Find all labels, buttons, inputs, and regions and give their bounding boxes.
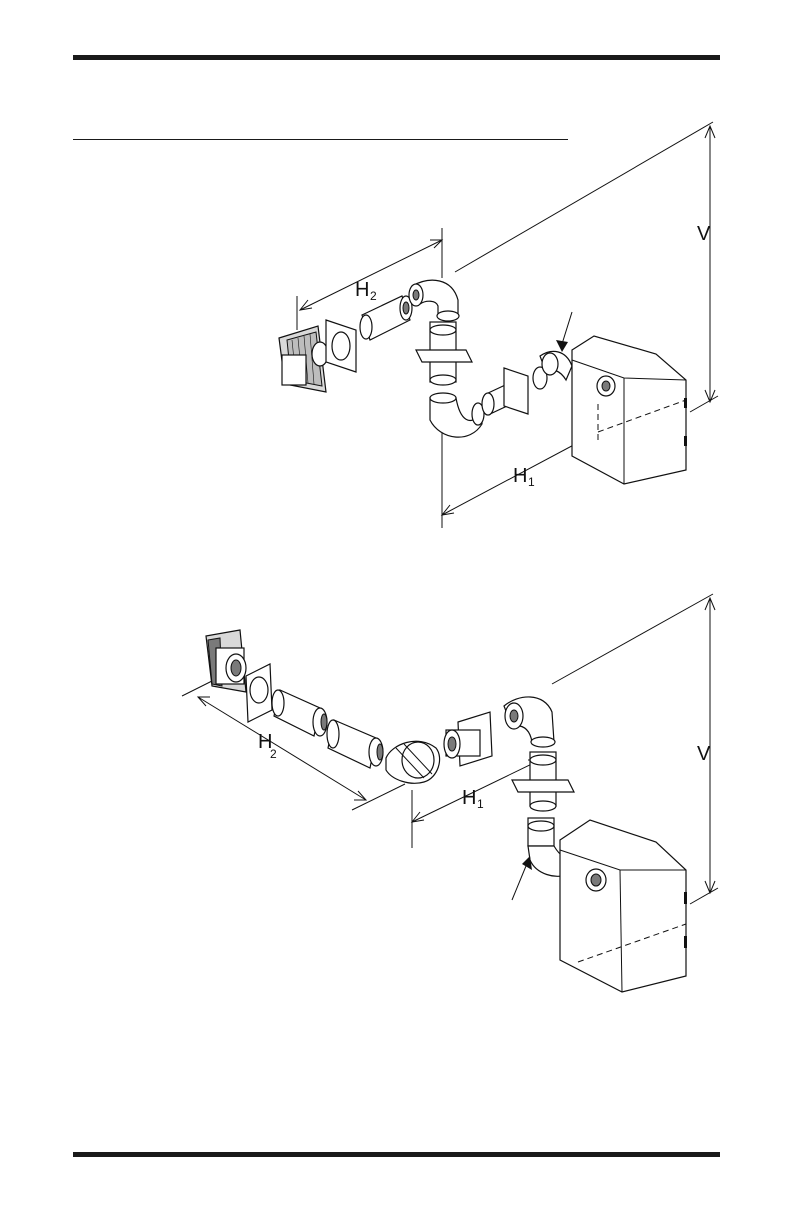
- top-vent-diagram: V H 2 H 1: [279, 122, 718, 528]
- top-wall-thimble: [504, 368, 528, 414]
- bottom-horizontal-elbow: [386, 741, 440, 783]
- bottom-h1-label: H: [462, 787, 476, 809]
- top-h2-label: H: [355, 279, 369, 301]
- bottom-vent-diagram: V H 2 H 1: [182, 594, 718, 992]
- bottom-upper-elbow: [504, 697, 555, 747]
- top-v-label: V: [697, 223, 711, 245]
- bottom-v-label: V: [697, 743, 711, 765]
- top-termination-cap: [279, 326, 328, 392]
- bottom-h2-sub: 2: [270, 747, 277, 761]
- bottom-wall-thimble: [444, 712, 492, 766]
- top-h1-label: H: [513, 465, 527, 487]
- bottom-wall-plate-ring: [250, 677, 268, 703]
- top-appliance: [572, 336, 687, 484]
- top-ceiling-firestop: [416, 350, 472, 362]
- bottom-termination-cap: [206, 630, 246, 692]
- top-h1-sub: 1: [528, 475, 535, 489]
- top-lower-elbow: [430, 393, 484, 437]
- bottom-pipe-section-2: [327, 720, 383, 768]
- top-appliance-elbow: [540, 312, 572, 380]
- top-pipe-section-1: [360, 296, 412, 340]
- bottom-h1-sub: 1: [477, 797, 484, 811]
- top-h2-sub: 2: [370, 289, 377, 303]
- bottom-vertical-pipe: [512, 752, 574, 811]
- top-upper-elbow: [409, 280, 459, 321]
- top-wall-plate-ring: [332, 332, 350, 360]
- top-vertical-pipe: [416, 322, 472, 385]
- bottom-appliance: [560, 820, 687, 992]
- bottom-ceiling-firestop: [512, 780, 574, 792]
- bottom-pipe-section-1: [272, 690, 327, 736]
- top-pipe-section-2: [482, 367, 547, 415]
